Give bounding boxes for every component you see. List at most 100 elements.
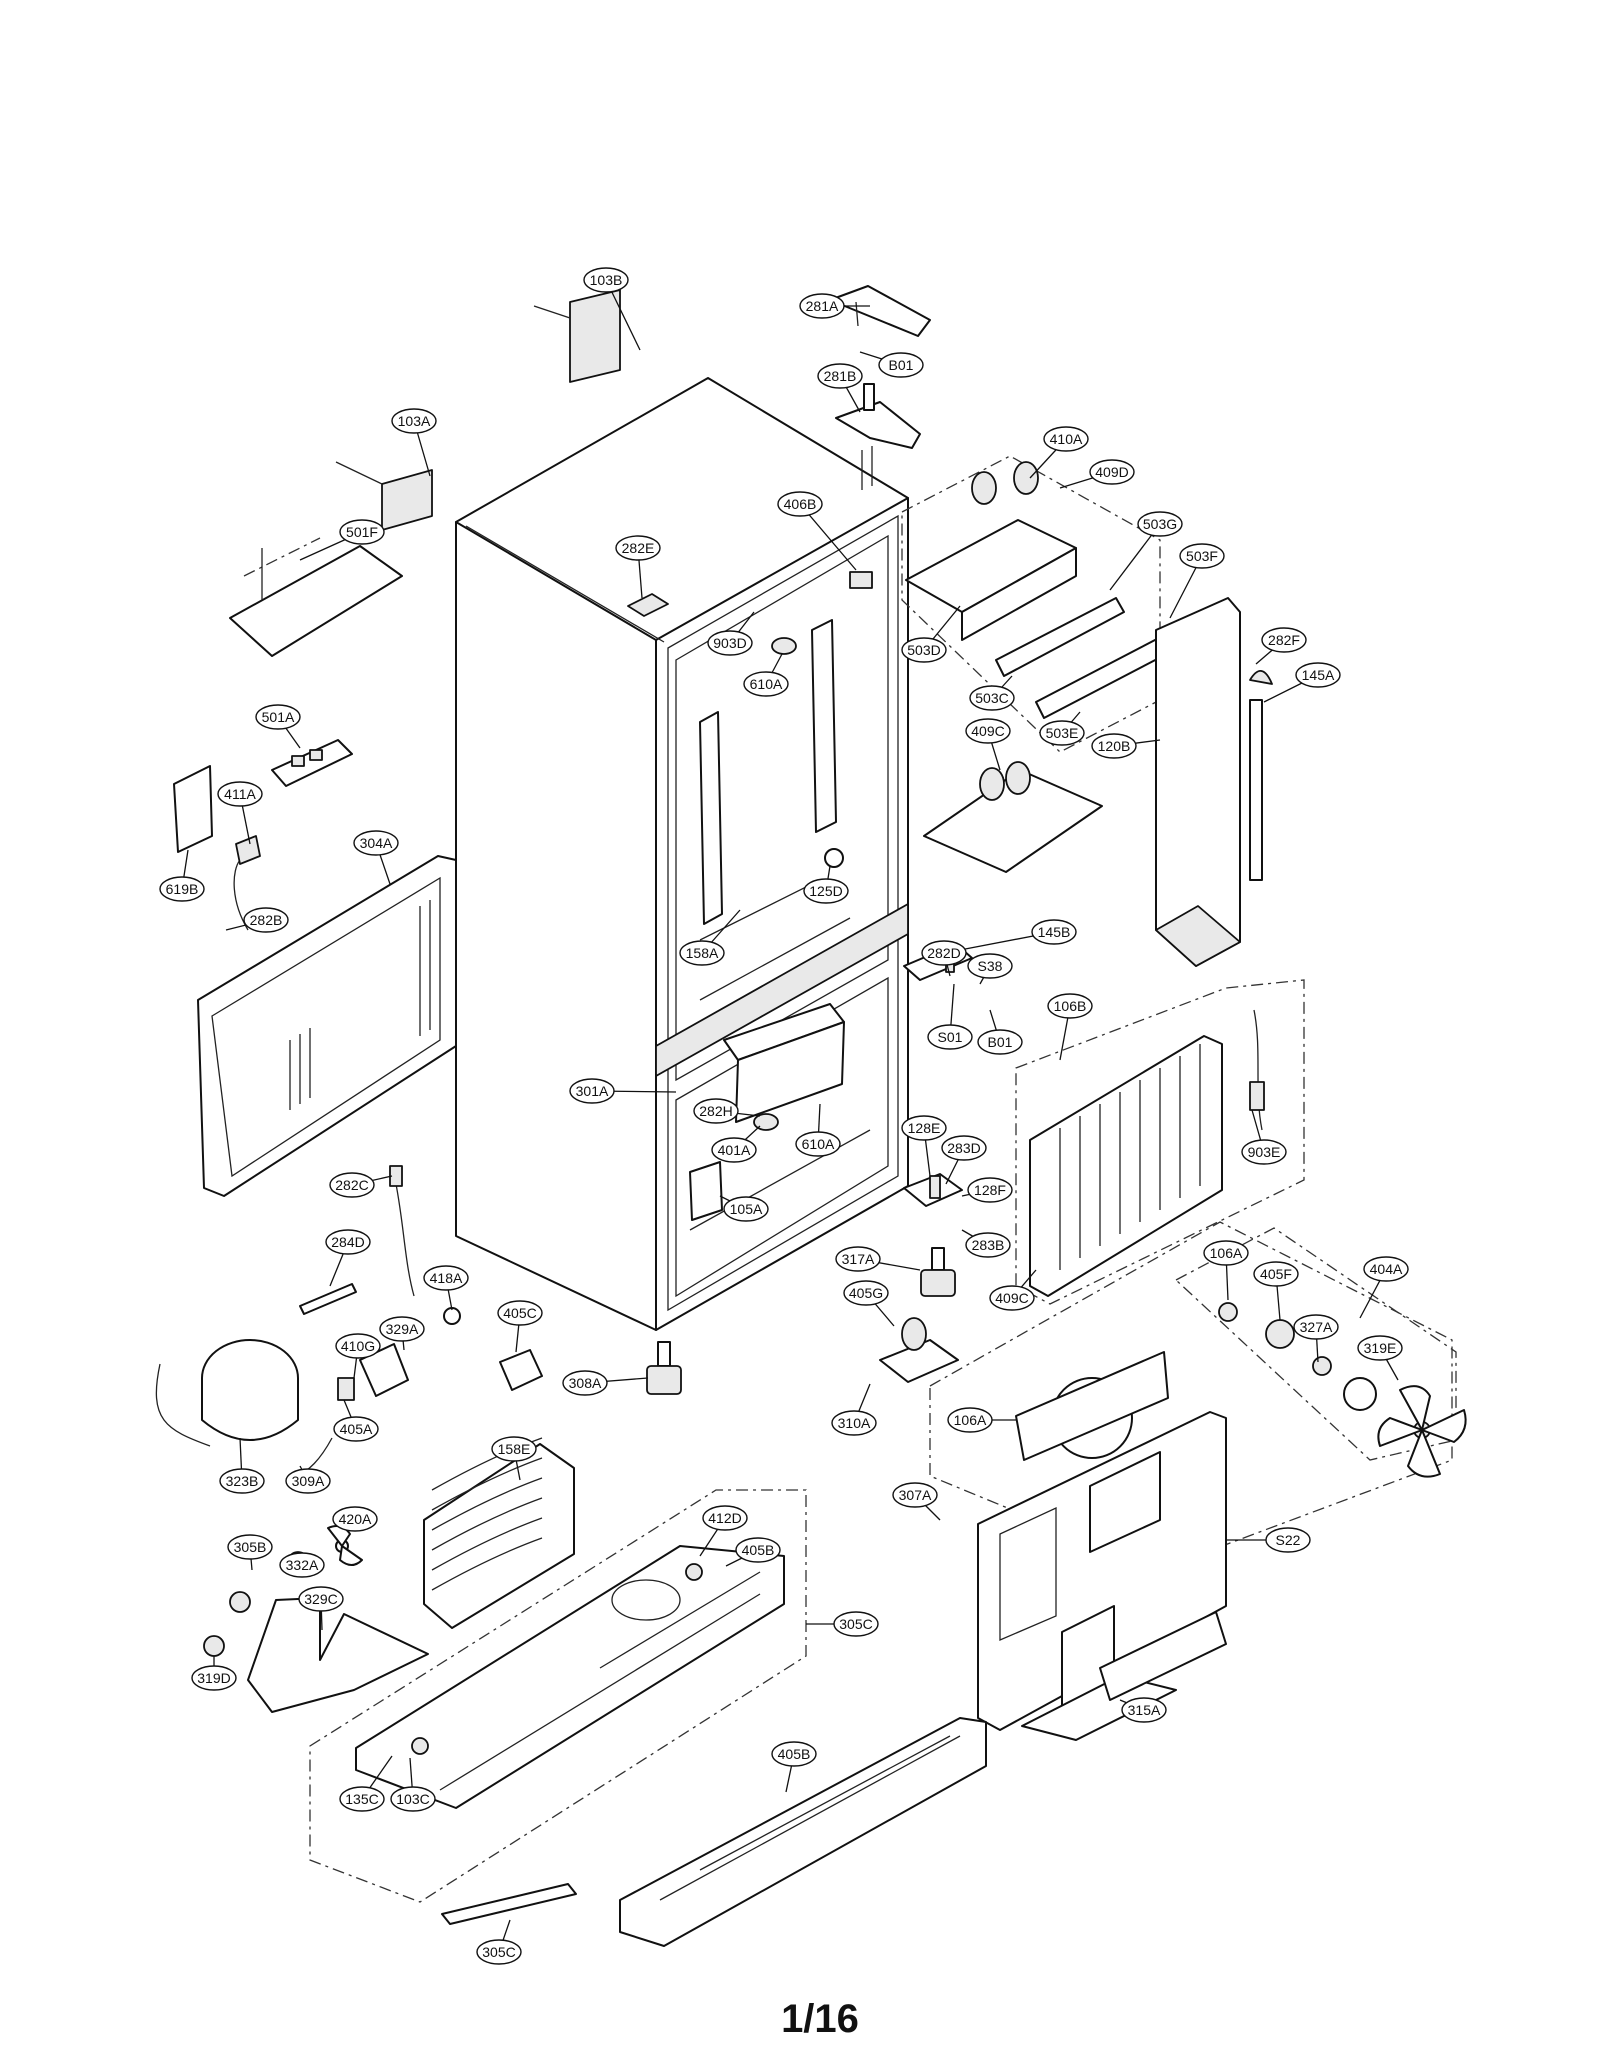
part-callout: 315A: [1121, 1697, 1167, 1723]
callout-label: 282C: [335, 1177, 368, 1193]
callout-label: 310A: [838, 1415, 871, 1431]
callout-bubble: [1047, 993, 1093, 1019]
callout-bubble: [491, 1436, 537, 1462]
part-callout: 128E: [901, 1115, 947, 1141]
part-callout: 332A: [279, 1552, 325, 1578]
callout-label: B01: [988, 1034, 1013, 1050]
callout-bubble: [1253, 1261, 1299, 1287]
callout-bubble: [743, 671, 789, 697]
callout-label: 282D: [927, 945, 960, 961]
callout-bubble: [735, 1537, 781, 1563]
callout-bubble: [1265, 1527, 1311, 1553]
part-callout: 405A: [333, 1416, 379, 1442]
callout-bubble: [711, 1137, 757, 1163]
callout-label: 135C: [345, 1791, 378, 1807]
part-callout: 304A: [353, 830, 399, 856]
callout-bubble: [255, 704, 301, 730]
part-callout: 501F: [339, 519, 385, 545]
callout-bubble: [707, 630, 753, 656]
callout-bubble: [423, 1265, 469, 1291]
callout-bubble: [1295, 662, 1341, 688]
callout-bubble: [1203, 1240, 1249, 1266]
callout-label: 405B: [778, 1746, 811, 1762]
part-callout: 305C: [833, 1611, 879, 1637]
part-callout: B01: [977, 1029, 1023, 1055]
callout-bubble: [615, 535, 661, 561]
part-callout: 103C: [390, 1786, 436, 1812]
callout-bubble: [339, 519, 385, 545]
callout-label: 106A: [954, 1412, 987, 1428]
callout-label: 308A: [569, 1375, 602, 1391]
callout-label: 903E: [1248, 1144, 1281, 1160]
condenser-icon: [423, 1437, 575, 1629]
part-callout: 283D: [941, 1135, 987, 1161]
callout-label: 128F: [974, 1182, 1006, 1198]
callout-bubble: [497, 1300, 543, 1326]
callout-label: 282E: [622, 540, 655, 556]
callout-bubble: [335, 1333, 381, 1359]
callout-label: 103C: [396, 1791, 429, 1807]
part-callout: 411A: [217, 781, 263, 807]
part-callout: 405F: [1253, 1261, 1299, 1287]
callout-label: 319E: [1364, 1340, 1397, 1356]
callout-bubble: [1089, 459, 1135, 485]
callout-label: 327A: [1300, 1319, 1333, 1335]
part-callout: 305C: [476, 1939, 522, 1965]
callout-bubble: [1179, 543, 1225, 569]
callout-label: 610A: [750, 676, 783, 692]
callout-label: 406B: [784, 496, 817, 512]
part-callout: 329C: [298, 1586, 344, 1612]
part-callout: 619B: [159, 876, 205, 902]
callout-label: S01: [938, 1029, 963, 1045]
part-callout: 305B: [227, 1534, 273, 1560]
power-cord: [173, 765, 261, 931]
callout-label: 120B: [1098, 738, 1131, 754]
part-callout: 410A: [1043, 426, 1089, 452]
callout-bubble: [219, 1468, 265, 1494]
callout-bubble: [817, 363, 863, 389]
callout-label: 503C: [975, 690, 1008, 706]
callout-label: 305C: [839, 1616, 872, 1632]
callout-bubble: [1241, 1139, 1287, 1165]
part-callout: 145A: [1295, 662, 1341, 688]
part-callout: 103B: [583, 267, 629, 293]
part-callout: 401A: [711, 1137, 757, 1163]
callout-label: 145B: [1038, 924, 1071, 940]
callout-bubble: [901, 637, 947, 663]
grille-strip-105F: [441, 1883, 577, 1925]
callout-label: 158A: [686, 945, 719, 961]
fan-blade-icon: [1377, 1385, 1467, 1478]
callout-bubble: [723, 1196, 769, 1222]
callout-layer: 103B281AB01281B103A410A409D406B503G501F2…: [159, 267, 1409, 1965]
callout-label: 301A: [576, 1083, 609, 1099]
callout-bubble: [679, 940, 725, 966]
callout-bubble: [353, 830, 399, 856]
part-callout: 319E: [1357, 1335, 1403, 1361]
callout-label: 283B: [972, 1237, 1005, 1253]
callout-label: 610A: [802, 1136, 835, 1152]
callout-label: 619B: [166, 881, 199, 897]
callout-label: S38: [978, 958, 1003, 974]
callout-label: 420A: [339, 1511, 372, 1527]
rear-cover: [197, 855, 457, 1197]
part-callout: 404A: [1363, 1256, 1409, 1282]
callout-bubble: [833, 1611, 879, 1637]
callout-label: 284D: [331, 1234, 364, 1250]
callout-bubble: [1293, 1314, 1339, 1340]
part-callout: 317A: [835, 1246, 881, 1272]
part-callout: 307A: [892, 1482, 938, 1508]
callout-bubble: [332, 1506, 378, 1532]
callout-bubble: [947, 1407, 993, 1433]
part-callout: 327A: [1293, 1314, 1339, 1340]
part-callout: 329A: [379, 1316, 425, 1342]
leveling-leg-icon: [646, 1247, 956, 1395]
callout-label: 410A: [1050, 431, 1083, 447]
callout-label: 503E: [1046, 725, 1079, 741]
callout-label: 317A: [842, 1251, 875, 1267]
callout-bubble: [1039, 720, 1085, 746]
callout-label: 283D: [947, 1140, 980, 1156]
callout-label: 501F: [346, 524, 378, 540]
callout-bubble: [702, 1505, 748, 1531]
callout-label: 315A: [1128, 1702, 1161, 1718]
